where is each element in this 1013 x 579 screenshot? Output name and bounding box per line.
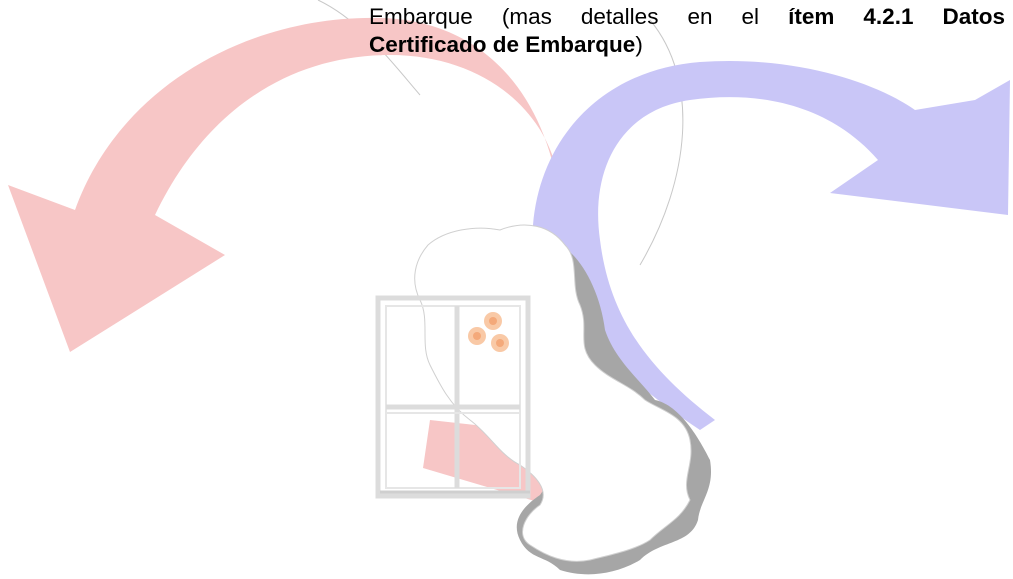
- paragraph-line-1: Embarque (mas detalles en el ítem 4.2.1 …: [369, 3, 1005, 31]
- red-arrow-icon: [8, 17, 560, 352]
- window-icon: [375, 295, 531, 499]
- blue-arrow-icon: [532, 60, 1010, 431]
- paragraph-line-2: Certificado de Embarque): [369, 31, 1005, 59]
- line2-plain-text: ): [635, 32, 643, 57]
- document-paragraph: Embarque (mas detalles en el ítem 4.2.1 …: [369, 3, 1005, 59]
- outline-curve-icon: [639, 19, 684, 266]
- line1-plain-text: Embarque (mas detalles en el: [369, 4, 789, 29]
- line2-bold-text: Certificado de Embarque: [369, 32, 636, 57]
- flowers-icon: [468, 312, 509, 352]
- line1-bold-text: ítem 4.2.1 Datos: [788, 4, 1006, 29]
